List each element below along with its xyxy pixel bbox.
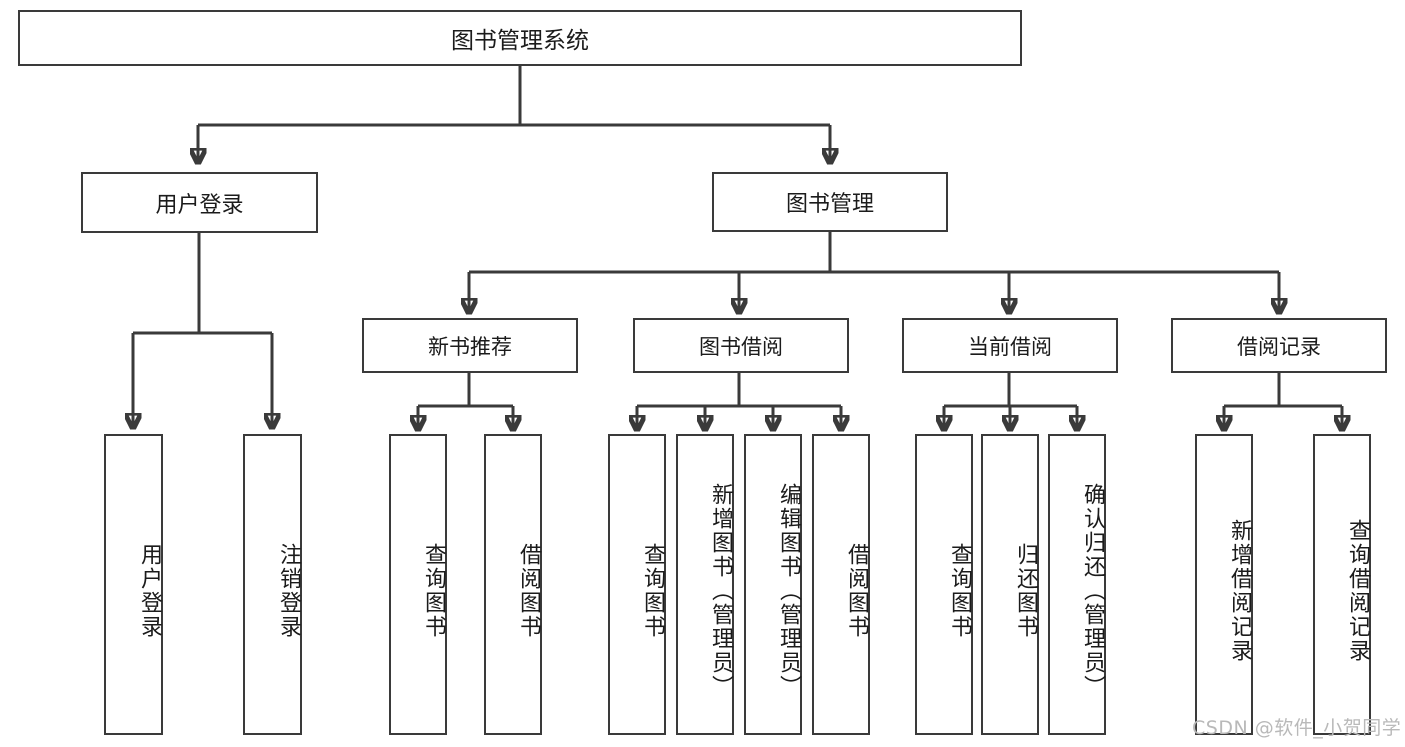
node-label: 借阅图书: [844, 542, 869, 639]
node-label: 图书管理系统: [451, 28, 589, 54]
leaf-book-borrow-add-book-admin[interactable]: 新增图书（管理员）: [676, 434, 734, 735]
node-label: 图书管理: [785, 192, 874, 217]
node-label: 图书借阅: [699, 334, 783, 359]
node-label: 归还图书: [1013, 542, 1038, 639]
node-label: 查询图书: [640, 542, 665, 639]
leaf-book-borrow-borrow-book[interactable]: 借阅图书: [812, 434, 870, 735]
node-label: 确认归还（管理员）: [1080, 482, 1105, 699]
node-label: 当前借阅: [968, 334, 1052, 359]
node-label: 查询图书: [421, 542, 446, 639]
node-current-borrow[interactable]: 当前借阅: [902, 318, 1118, 373]
node-label: 查询图书: [947, 542, 972, 639]
node-user-login[interactable]: 用户登录: [81, 172, 318, 233]
node-label: 借阅图书: [516, 542, 541, 639]
node-label: 查询借阅记录: [1345, 518, 1370, 663]
leaf-borrow-record-query-record[interactable]: 查询借阅记录: [1313, 434, 1371, 735]
node-root-book-management-system[interactable]: 图书管理系统: [18, 10, 1022, 66]
node-label: 注销登录: [276, 542, 301, 639]
node-new-book-recommend[interactable]: 新书推荐: [362, 318, 578, 373]
node-label: 用户登录: [155, 192, 244, 218]
leaf-new-book-query-book[interactable]: 查询图书: [389, 434, 447, 735]
node-label: 新增借阅记录: [1227, 518, 1252, 663]
leaf-user-login-signout[interactable]: 注销登录: [243, 434, 302, 735]
leaf-user-login-signin[interactable]: 用户登录: [104, 434, 163, 735]
node-label: 新增图书（管理员）: [708, 482, 733, 699]
node-label: 借阅记录: [1237, 334, 1321, 359]
node-borrow-record[interactable]: 借阅记录: [1171, 318, 1387, 373]
leaf-book-borrow-query-book[interactable]: 查询图书: [608, 434, 666, 735]
watermark-text: CSDN @软件_小贺同学: [1192, 717, 1402, 739]
leaf-borrow-record-add-record[interactable]: 新增借阅记录: [1195, 434, 1253, 735]
node-label: 新书推荐: [428, 334, 512, 359]
leaf-current-borrow-confirm-return-admin[interactable]: 确认归还（管理员）: [1048, 434, 1106, 735]
node-label: 用户登录: [137, 542, 162, 639]
leaf-book-borrow-edit-book-admin[interactable]: 编辑图书（管理员）: [744, 434, 802, 735]
node-book-borrow[interactable]: 图书借阅: [633, 318, 849, 373]
node-label: 编辑图书（管理员）: [776, 482, 801, 699]
leaf-new-book-borrow-book[interactable]: 借阅图书: [484, 434, 542, 735]
leaf-current-borrow-return-book[interactable]: 归还图书: [981, 434, 1039, 735]
leaf-current-borrow-query-book[interactable]: 查询图书: [915, 434, 973, 735]
node-book-management[interactable]: 图书管理: [712, 172, 948, 232]
